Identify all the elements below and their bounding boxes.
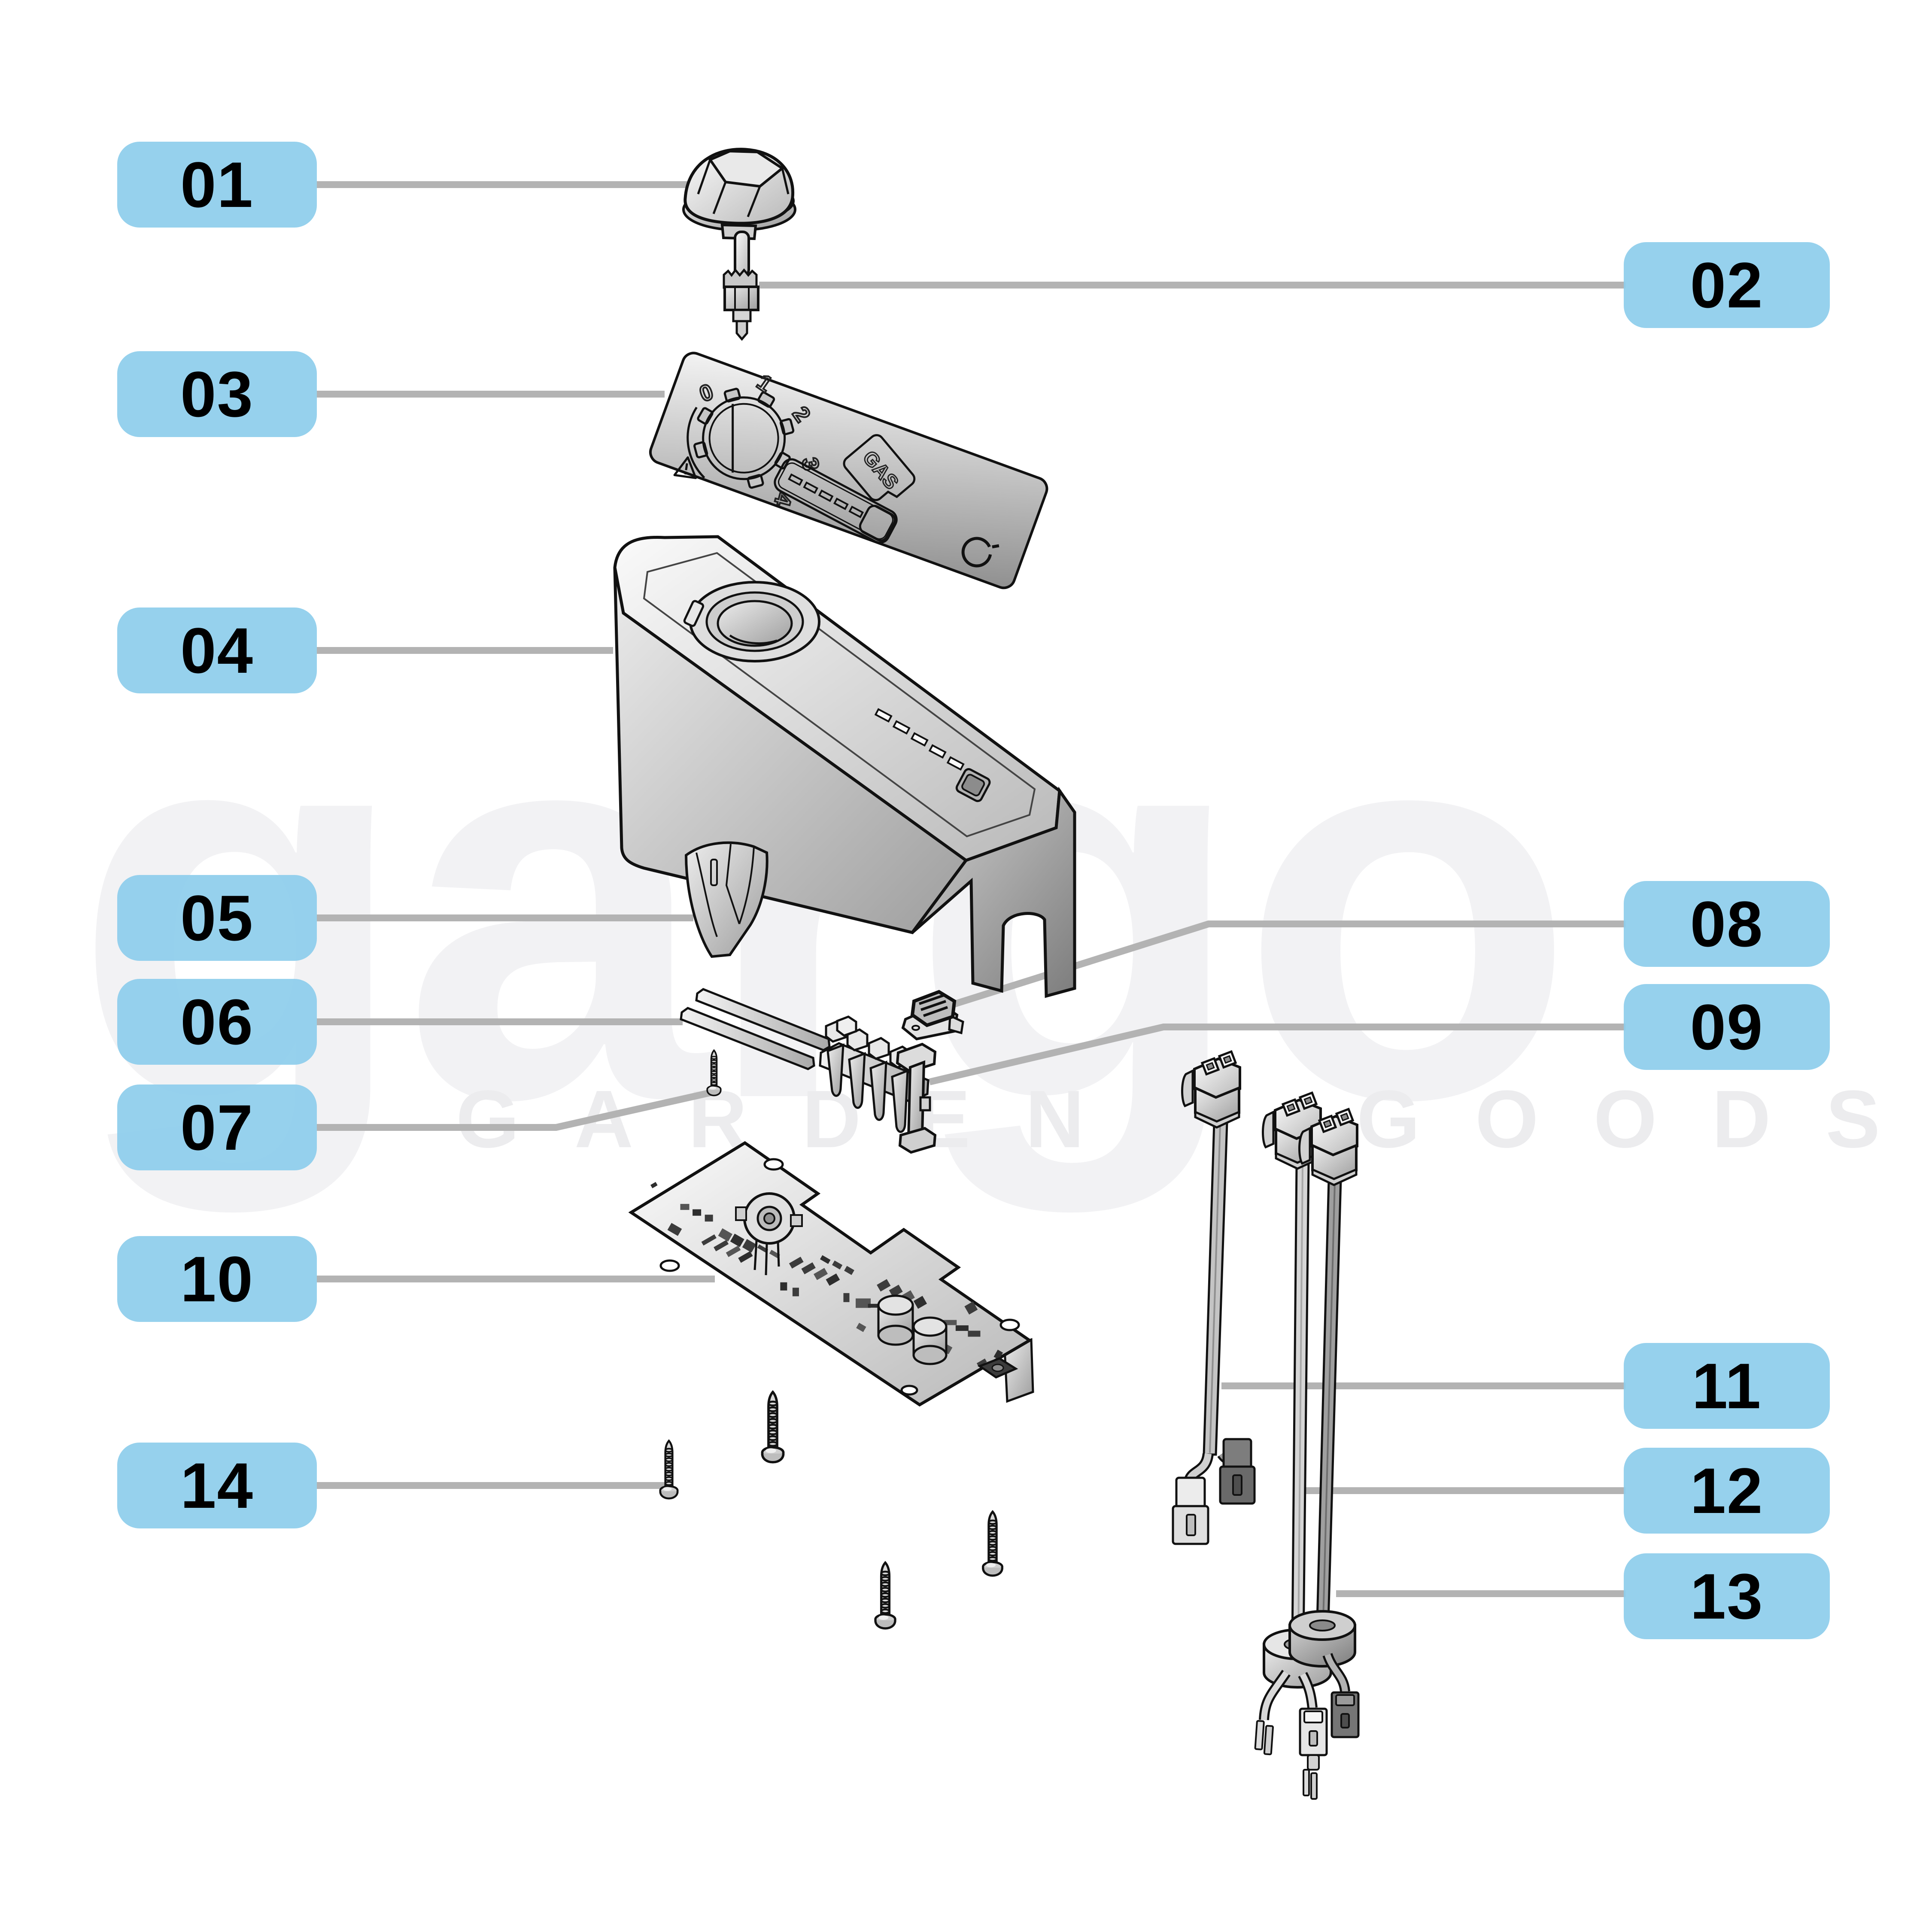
light-guide-strips (680, 988, 831, 1070)
callout-label-11: 11 (1624, 1343, 1830, 1429)
watermark-goods-text: GOODS (1357, 1074, 1932, 1165)
callout-label-text: 10 (180, 1242, 254, 1315)
callout-label-05: 05 (117, 875, 317, 961)
spade-terminals (1254, 1720, 1274, 1756)
callout-label-04: 04 (117, 608, 317, 693)
screw-loose (762, 1392, 783, 1462)
callout-label-text: 14 (180, 1449, 254, 1522)
callout-label-text: 02 (1690, 249, 1764, 321)
button-pad (901, 990, 964, 1041)
callout-label-text: 13 (1690, 1560, 1764, 1632)
callout-label-text: 11 (1692, 1349, 1762, 1422)
circuit-board (628, 1141, 1034, 1407)
callout-label-text: 03 (180, 358, 254, 430)
end-button (896, 1042, 937, 1154)
capacitor (912, 1316, 948, 1365)
callout-label-text: 08 (1690, 887, 1764, 960)
ferrite-ring (1288, 1610, 1356, 1668)
knob-shield (684, 841, 769, 958)
potentiometer (735, 1192, 803, 1276)
callout-line-09 (929, 1024, 1625, 1085)
tact-switch (977, 1357, 1018, 1379)
callout-label-text: 09 (1690, 990, 1764, 1063)
indicator-window (774, 458, 898, 544)
callout-label-text: 07 (180, 1091, 254, 1163)
callout-label-text: 06 (180, 985, 254, 1058)
cable-harness-ferrite-light (1254, 1093, 1332, 1800)
callout-line-07 (317, 1089, 711, 1131)
callout-label-09: 09 (1624, 984, 1830, 1070)
callout-label-02: 02 (1624, 242, 1830, 328)
callout-label-07: 07 (117, 1084, 317, 1170)
blade-connector-dark (1219, 1438, 1256, 1505)
callout-label-text: 04 (180, 614, 254, 687)
button-hole (955, 768, 991, 802)
control-knob (682, 148, 796, 240)
callout-label-13: 13 (1624, 1553, 1830, 1639)
led-slots (874, 708, 965, 771)
callout-lines (317, 181, 1625, 1597)
screw-loose (983, 1512, 1002, 1576)
capacitor (877, 1294, 914, 1346)
callout-label-14: 14 (117, 1443, 317, 1528)
callout-label-01: 01 (117, 142, 317, 228)
watermark-garden-text: GARDEN (456, 1074, 1139, 1165)
cable-harness-short (1172, 1051, 1256, 1545)
plug-block-dark (1331, 1691, 1360, 1738)
plug-block-light (1299, 1707, 1328, 1800)
screw-small (706, 1049, 722, 1097)
housing-cover (613, 535, 1076, 998)
callout-label-03: 03 (117, 351, 317, 437)
screw-loose (875, 1563, 895, 1628)
callout-label-text: 05 (180, 881, 254, 954)
blade-connector-light (1172, 1476, 1209, 1545)
callout-label-text: 01 (180, 148, 254, 221)
callout-label-text: 12 (1690, 1454, 1764, 1527)
callout-label-10: 10 (117, 1236, 317, 1322)
control-panel-decal: 0 1 2 3 4 GAS (649, 352, 1048, 589)
callout-label-08: 08 (1624, 881, 1830, 967)
screw-14 (660, 1441, 677, 1498)
callout-line-08 (948, 920, 1625, 1009)
callout-label-12: 12 (1624, 1448, 1830, 1534)
callout-label-06: 06 (117, 979, 317, 1065)
button-strip (819, 1015, 937, 1154)
valve-stem (723, 231, 759, 341)
rotate-icon (961, 537, 999, 568)
cable-harness-ferrite-dark (1288, 1109, 1360, 1738)
